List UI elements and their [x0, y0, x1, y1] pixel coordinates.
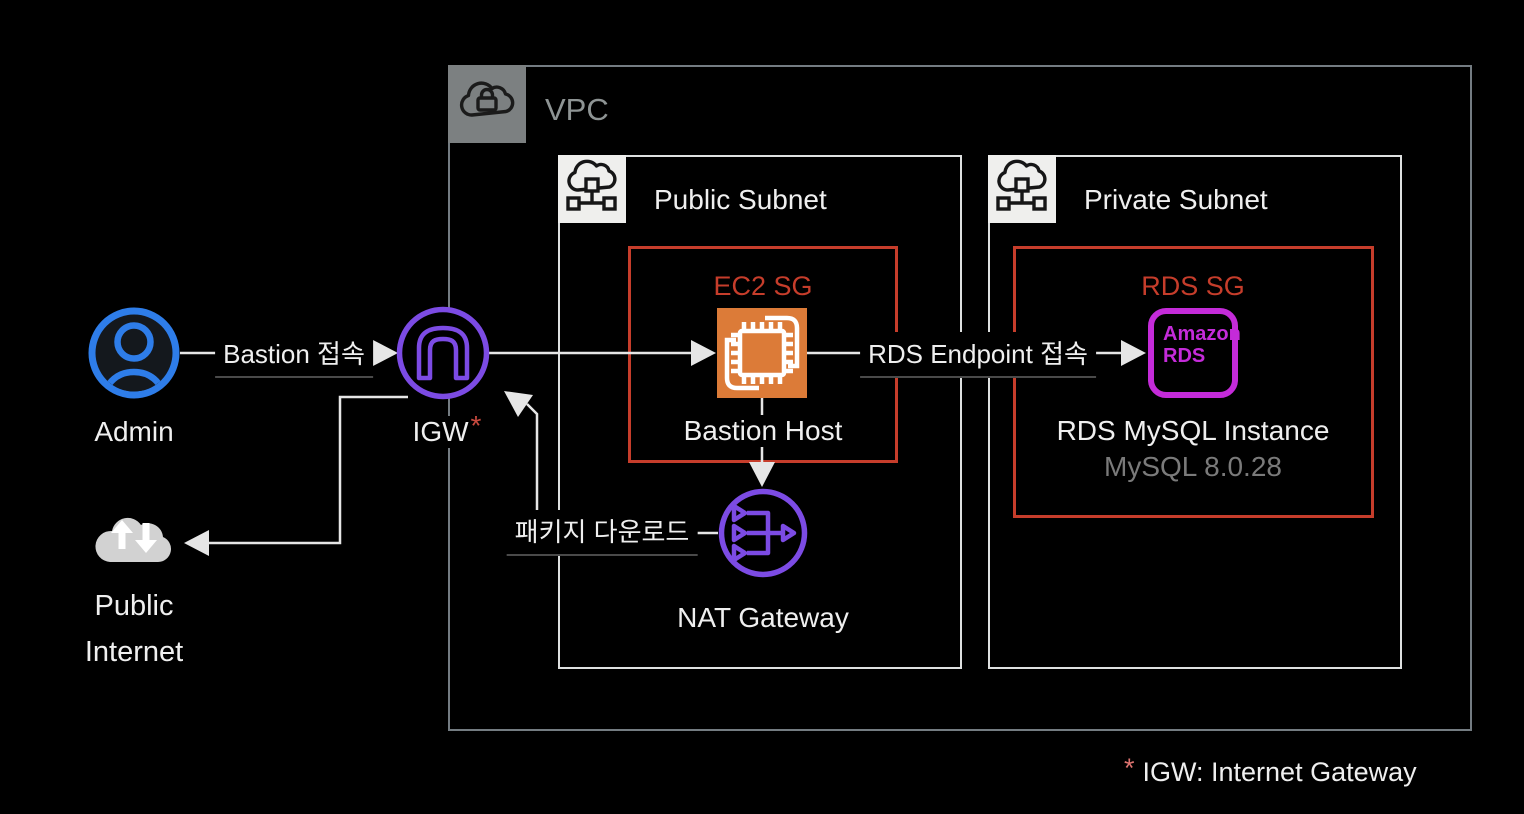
rds-node: Amazon RDS: [1148, 308, 1241, 398]
cloud-network-icon: [566, 159, 617, 211]
nat-gateway-node: [717, 487, 809, 584]
nat-gateway-icon: [718, 488, 808, 578]
ec2-sg-label: EC2 SG: [713, 271, 813, 301]
edge-igw-to-internet: [184, 395, 408, 556]
igw-label-text: IGW: [412, 416, 469, 447]
footnote-asterisk: *: [1124, 753, 1135, 783]
private-subnet-icon: [988, 155, 1056, 223]
admin-label: Admin: [88, 416, 180, 448]
edge-label-bastion-access: Bastion 접속: [215, 332, 373, 378]
admin-node: [86, 305, 182, 406]
rds-security-group-container: [1013, 246, 1374, 518]
rds-instance-label: RDS MySQL Instance: [1050, 415, 1336, 447]
public-internet-label: Public Internet: [78, 583, 190, 675]
edge-label-rds-endpoint-access: RDS Endpoint 접속: [860, 332, 1096, 378]
public-internet-label-line2: Internet: [84, 636, 184, 668]
vpc-label: VPC: [545, 92, 609, 127]
private-subnet-label: Private Subnet: [1084, 184, 1268, 215]
footnote: *IGW: Internet Gateway: [1124, 753, 1417, 788]
public-subnet-label: Public Subnet: [654, 184, 827, 215]
cloud-lock-icon: [459, 81, 515, 117]
rds-sg-label: RDS SG: [1141, 271, 1245, 301]
igw-asterisk: *: [470, 410, 482, 441]
private-subnet-container: [988, 155, 1402, 669]
internet-gateway-icon: [396, 306, 490, 400]
bastion-host-node: [717, 308, 807, 398]
nat-gateway-label: NAT Gateway: [671, 602, 855, 634]
public-internet-label-line1: Public: [94, 590, 174, 622]
vpc-icon: [448, 65, 526, 143]
user-icon: [88, 307, 180, 399]
amazon-rds-icon-line2: RDS: [1163, 345, 1206, 367]
amazon-rds-icon-line1: Amazon: [1163, 323, 1241, 345]
ec2-instance-icon: [724, 315, 800, 391]
igw-label: IGW*: [406, 410, 488, 448]
edge-label-package-download: 패키지 다운로드: [506, 510, 698, 556]
cloud-network-icon: [996, 159, 1047, 211]
cloud-updown-arrows-icon: [95, 517, 171, 562]
internet-gateway-node: [395, 305, 491, 406]
public-internet-node: [84, 502, 184, 581]
bastion-host-label: Bastion Host: [677, 415, 849, 447]
footnote-text: IGW: Internet Gateway: [1142, 757, 1417, 787]
public-subnet-icon: [558, 155, 626, 223]
rds-version-label: MySQL 8.0.28: [1098, 451, 1288, 483]
